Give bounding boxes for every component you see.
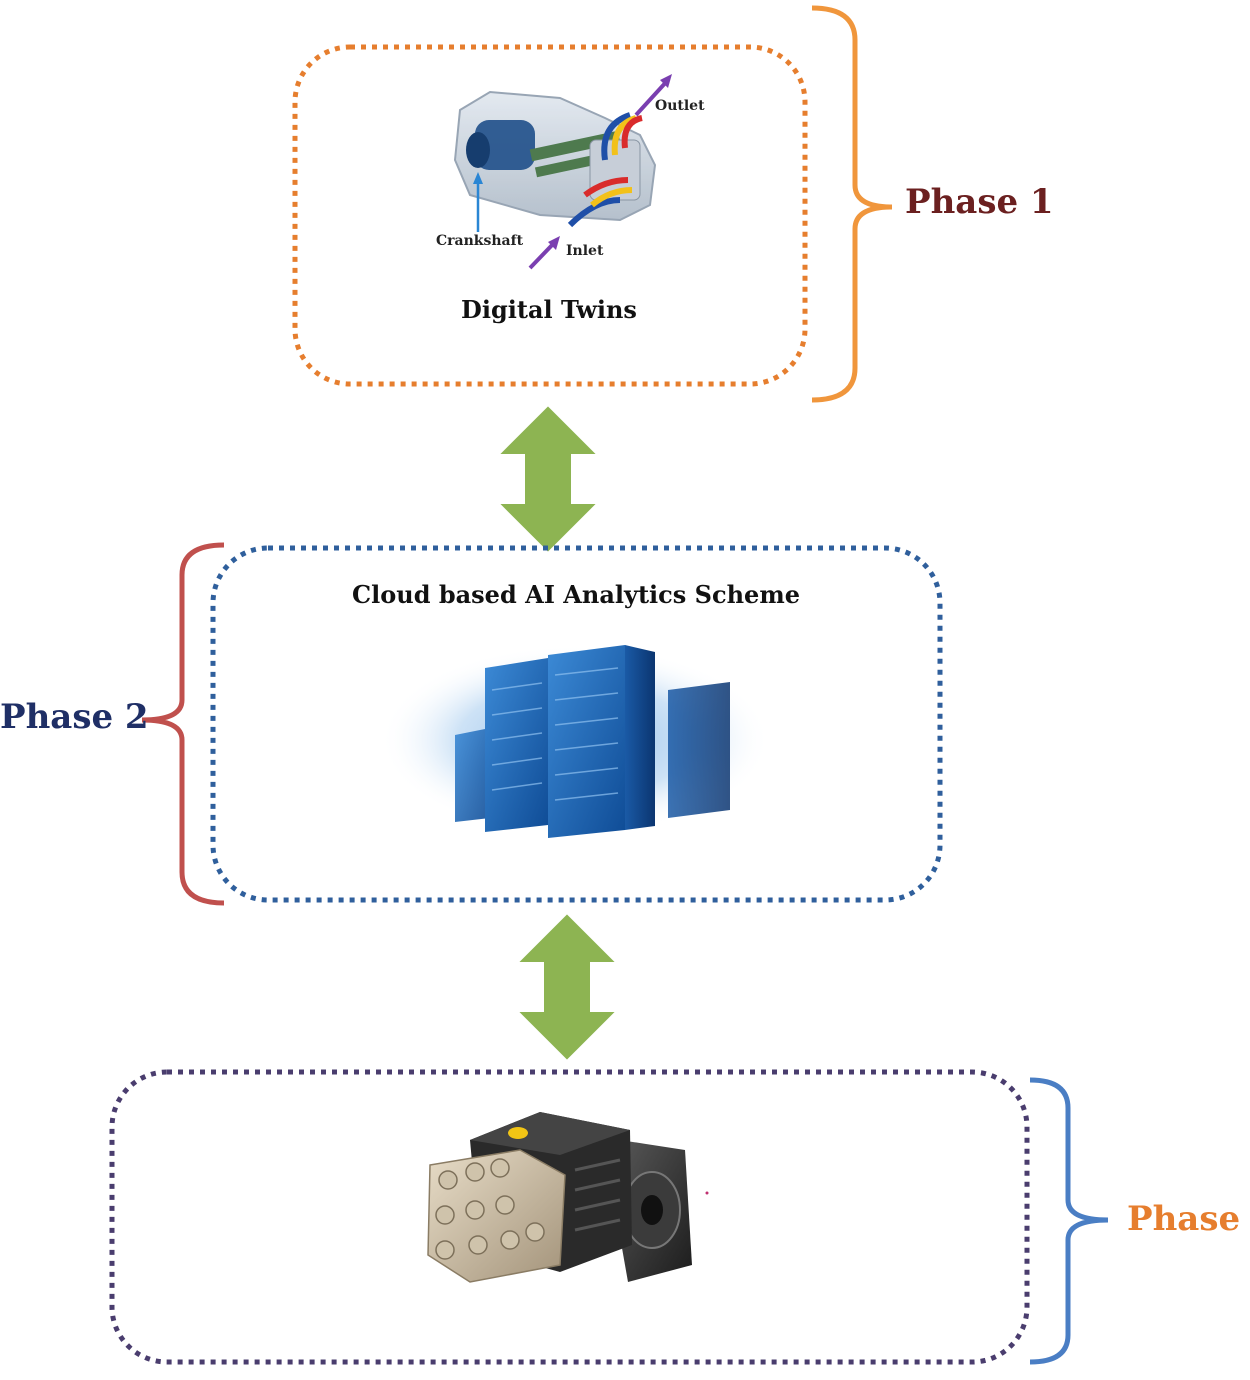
phase1-bracket bbox=[811, 5, 893, 403]
physical-pump-image bbox=[427, 1112, 709, 1283]
digital-twins-title: Digital Twins bbox=[461, 295, 637, 324]
phase3-box bbox=[109, 1069, 1030, 1365]
phase1-label: Phase 1 bbox=[905, 182, 1054, 222]
cloud-servers-image bbox=[380, 645, 770, 838]
phase3-label: Phase 3 bbox=[1127, 1199, 1250, 1239]
bidirectional-arrow-2 bbox=[514, 911, 620, 1063]
outlet-label: Outlet bbox=[655, 98, 705, 114]
crankshaft-label: Crankshaft bbox=[436, 233, 524, 249]
pump-cutaway-image bbox=[453, 74, 672, 270]
phase1-box bbox=[292, 44, 808, 387]
bidirectional-arrow-1 bbox=[495, 403, 601, 555]
phase2-bracket bbox=[141, 542, 225, 906]
phase3-bracket bbox=[1029, 1077, 1109, 1365]
inlet-label: Inlet bbox=[566, 243, 604, 259]
cloud-analytics-title: Cloud based AI Analytics Scheme bbox=[352, 580, 800, 609]
phase2-box bbox=[210, 545, 943, 903]
phase2-label: Phase 2 bbox=[0, 697, 149, 737]
